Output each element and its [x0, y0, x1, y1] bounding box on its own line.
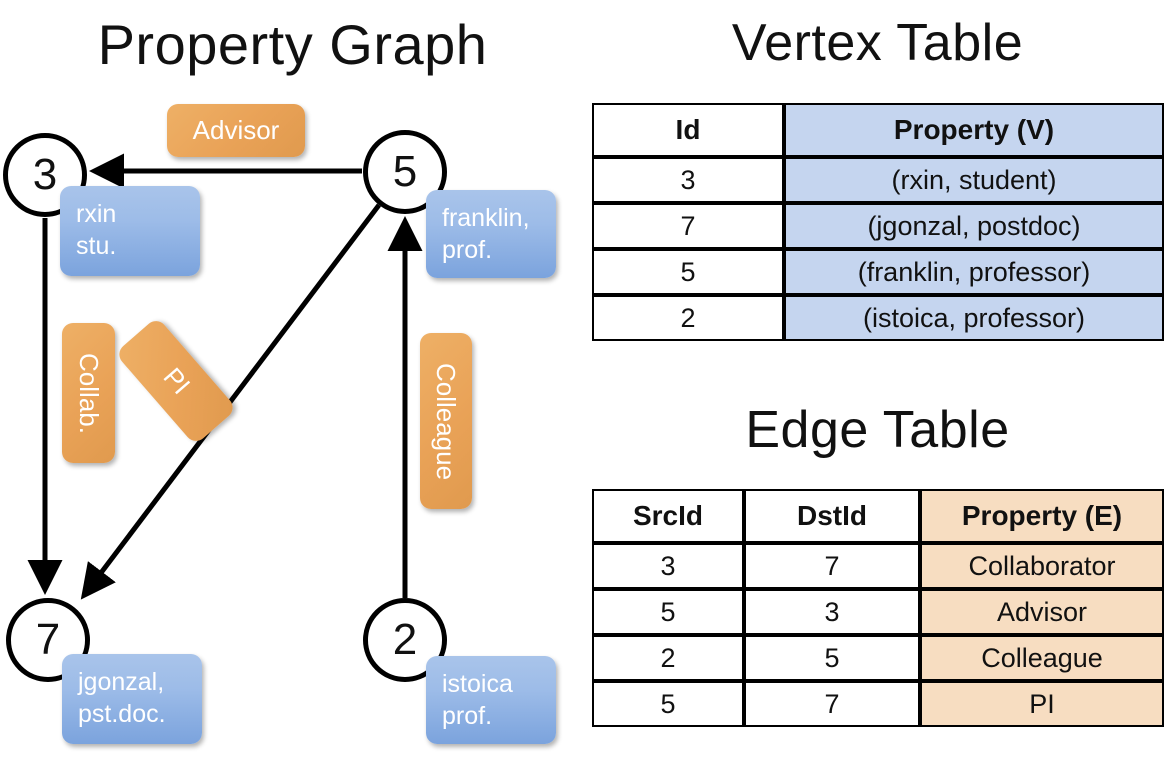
edge-cell-property: Advisor — [920, 589, 1164, 635]
graph-edge-lines — [27, 153, 423, 600]
table-row[interactable]: 2 5 Colleague — [592, 635, 1164, 681]
vertex-callout-3: rxin stu. — [60, 186, 200, 276]
table-row[interactable]: 3 (rxin, student) — [592, 157, 1164, 203]
vertex-callout-7-line2: pst.doc. — [78, 700, 166, 728]
property-graph-diagram: 3 5 7 2 rxin stu. franklin, prof. jgonza… — [3, 104, 556, 744]
vertex-cell-property: (istoica, professor) — [784, 295, 1164, 341]
edge-table-header-srcid: SrcId — [592, 489, 744, 543]
edge-cell-srcid: 2 — [592, 635, 744, 681]
vertex-callout-5-line1: franklin, — [442, 204, 530, 232]
edge-table-header-row: SrcId DstId Property (E) — [592, 489, 1164, 543]
vertex-callout-2-line2: prof. — [442, 702, 493, 730]
vertex-cell-property: (franklin, professor) — [784, 249, 1164, 295]
edge-badge-colleague: Colleague — [420, 333, 472, 509]
edge-cell-property: Colleague — [920, 635, 1164, 681]
vertex-cell-id: 7 — [592, 203, 784, 249]
vertex-table-header-id: Id — [592, 103, 784, 157]
edge-badge-advisor-label: Advisor — [192, 115, 280, 145]
edge-badge-collab: Collab. — [62, 323, 115, 463]
vertex-callout-2: istoica prof. — [426, 656, 556, 744]
vertex-cell-id: 5 — [592, 249, 784, 295]
table-row[interactable]: 2 (istoica, professor) — [592, 295, 1164, 341]
edge-cell-srcid: 5 — [592, 681, 744, 727]
edge-cell-dstid: 7 — [744, 681, 920, 727]
vertex-callout-3-line2: stu. — [76, 232, 117, 260]
table-row[interactable]: 7 (jgonzal, postdoc) — [592, 203, 1164, 249]
edge-badge-collab-label: Collab. — [74, 352, 104, 434]
edge-cell-srcid: 3 — [592, 543, 744, 589]
edge-cell-property: PI — [920, 681, 1164, 727]
vertex-callout-7-line1: jgonzal, — [78, 668, 165, 696]
vertex-table-header-row: Id Property (V) — [592, 103, 1164, 157]
vertex-callout-2-line1: istoica — [442, 670, 513, 698]
page-title-property-graph: Property Graph — [97, 13, 488, 76]
edge-table: SrcId DstId Property (E) 3 7 Collaborato… — [592, 489, 1164, 727]
page-title-edge-table: Edge Table — [745, 401, 1010, 459]
edge-cell-dstid: 7 — [744, 543, 920, 589]
vertex-callout-7: jgonzal, pst.doc. — [62, 654, 202, 744]
edge-cell-dstid: 5 — [744, 635, 920, 681]
vertex-callout-5-line2: prof. — [442, 236, 493, 264]
vertex-table-header-property: Property (V) — [784, 103, 1164, 157]
vertex-callout-3-line1: rxin — [76, 200, 117, 228]
edge-line-5-to-7 — [80, 203, 381, 600]
edge-badge-advisor: Advisor — [167, 104, 305, 157]
table-row[interactable]: 5 3 Advisor — [592, 589, 1164, 635]
vertex-cell-id: 3 — [592, 157, 784, 203]
edge-cell-dstid: 3 — [744, 589, 920, 635]
edge-badge-colleague-label: Colleague — [431, 362, 462, 480]
graph-node-5[interactable]: 5 — [363, 130, 447, 214]
vertex-cell-id: 2 — [592, 295, 784, 341]
vertex-cell-property: (jgonzal, postdoc) — [784, 203, 1164, 249]
edge-cell-property: Collaborator — [920, 543, 1164, 589]
table-row[interactable]: 5 (franklin, professor) — [592, 249, 1164, 295]
table-row[interactable]: 3 7 Collaborator — [592, 543, 1164, 589]
graph-node-2[interactable]: 2 — [363, 598, 447, 682]
edge-table-header-property: Property (E) — [920, 489, 1164, 543]
edge-table-header-dstid: DstId — [744, 489, 920, 543]
vertex-cell-property: (rxin, student) — [784, 157, 1164, 203]
vertex-table: Id Property (V) 3 (rxin, student) 7 (jgo… — [592, 103, 1164, 341]
vertex-callout-5: franklin, prof. — [426, 190, 556, 278]
table-row[interactable]: 5 7 PI — [592, 681, 1164, 727]
edge-cell-srcid: 5 — [592, 589, 744, 635]
edge-badge-pi-label: PI — [156, 361, 196, 400]
page-title-vertex-table: Vertex Table — [731, 14, 1024, 72]
